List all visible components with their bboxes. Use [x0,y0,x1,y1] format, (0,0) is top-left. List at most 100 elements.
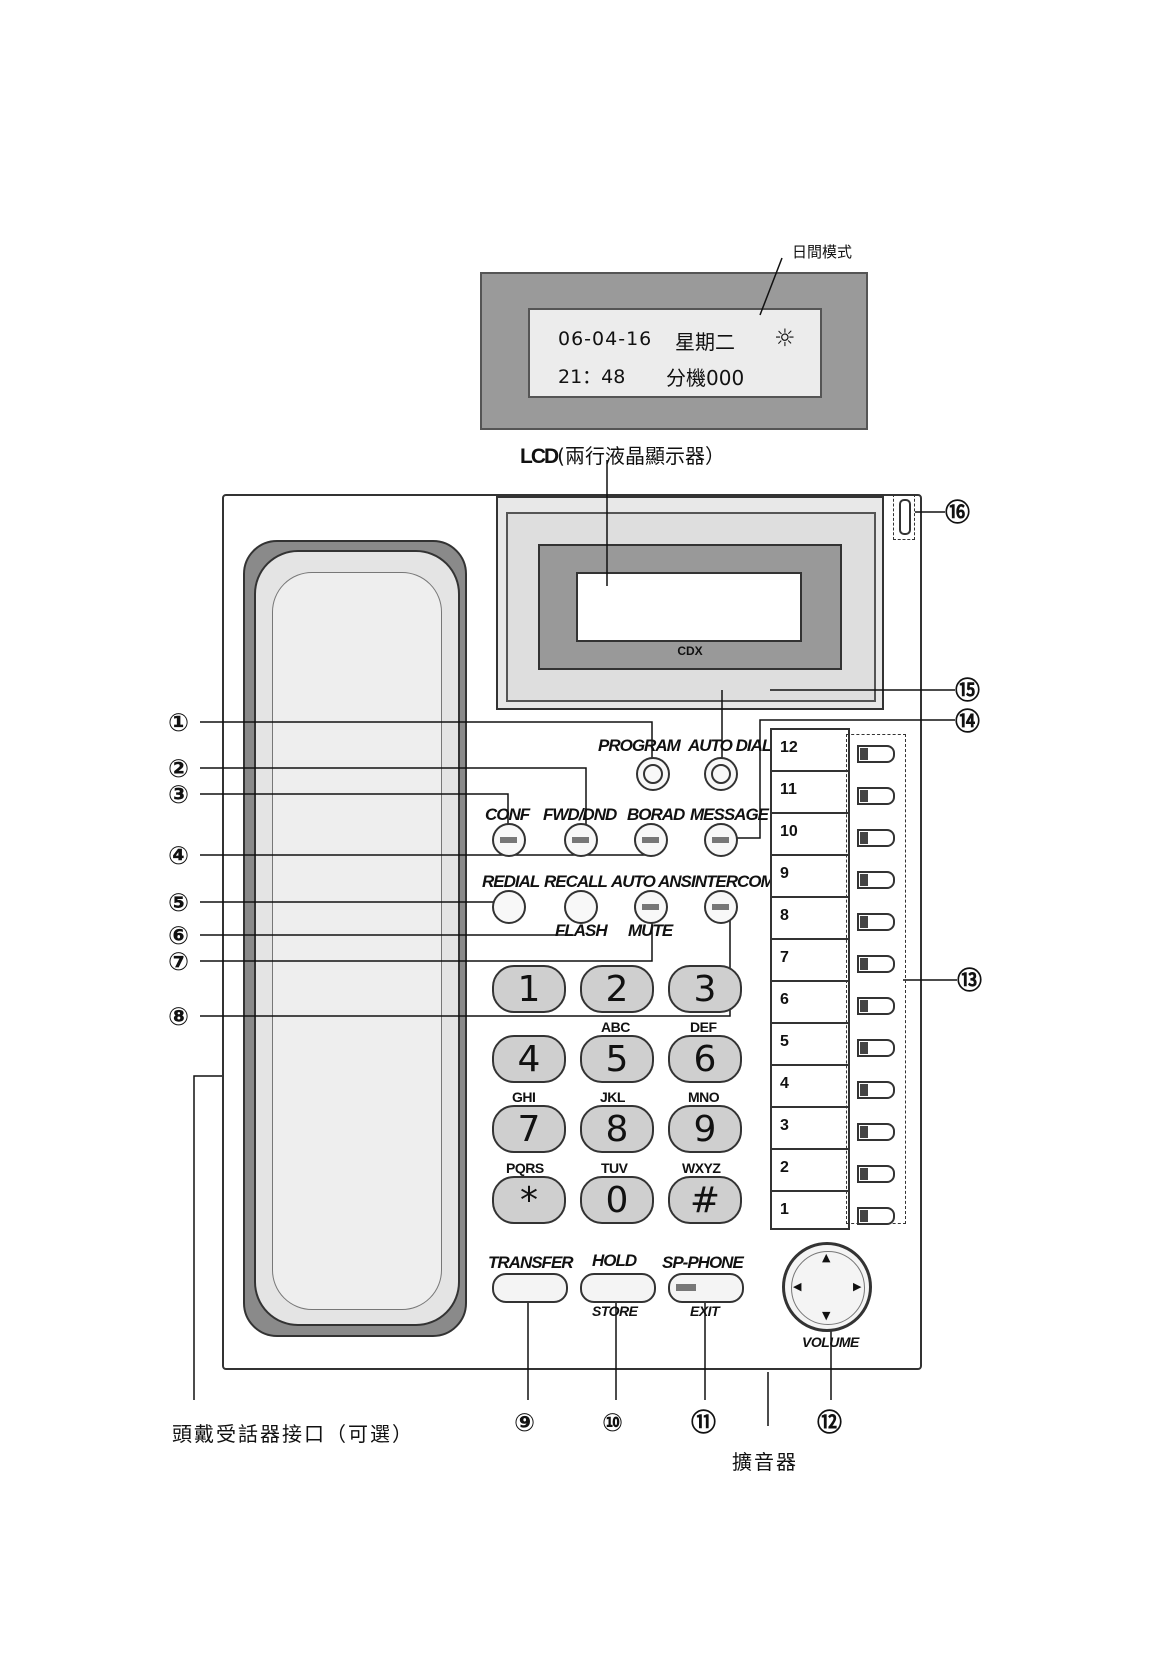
key-4-letters: GHI [512,1089,536,1105]
callout-13: ⑬ [957,966,983,995]
display-bezel: CDX [538,544,842,670]
dss-led-4 [857,1081,895,1099]
redial-label: REDIAL [482,872,540,891]
callout-9: ⑨ [514,1408,536,1437]
arrow-left-icon[interactable]: ◀ [793,1280,802,1293]
dss-led-7 [857,955,895,973]
headset-jack-label: 頭戴受話器接口（可選） [172,1422,414,1446]
dss-led-8 [857,913,895,931]
conf-label: CONF [485,805,530,824]
key-8-letters: TUV [601,1160,628,1176]
key-6-letters: MNO [688,1089,720,1105]
borad-button[interactable] [634,823,668,857]
callout-11: ⑪ [691,1408,717,1437]
sp-phone-label: SP-PHONE [662,1253,744,1272]
intercom-button[interactable] [704,890,738,924]
key-star[interactable]: * [492,1176,566,1224]
callout-15: ⑮ [955,676,981,705]
key-1[interactable]: 1 [492,965,566,1013]
sun-icon: ☼ [774,324,796,352]
key-9[interactable]: 9 [668,1105,742,1153]
key-5-letters: JKL [600,1089,625,1105]
borad-label: BORAD [627,805,685,824]
lcd-extension: 分機000 [666,366,745,390]
dss-led-10 [857,829,895,847]
lcd-caption: LCD(兩行液晶顯示器） [520,440,725,469]
dss-led-2 [857,1165,895,1183]
key-7-letters: PQRS [506,1160,544,1176]
conf-button[interactable] [492,823,526,857]
key-6[interactable]: 6 [668,1035,742,1083]
callout-10: ⑩ [602,1408,624,1437]
callout-5: ⑤ [168,888,190,917]
key-0[interactable]: 0 [580,1176,654,1224]
dss-key-7[interactable]: 7 [772,940,848,982]
redial-button[interactable] [492,890,526,924]
auto-dial-button[interactable] [704,757,738,791]
lcd-callout-screen: 06-04-16 星期二 ☼ 21：48 分機000 [528,308,822,398]
recall-button[interactable] [564,890,598,924]
dss-key-3[interactable]: 3 [772,1108,848,1150]
dss-key-9[interactable]: 9 [772,856,848,898]
flash-label: FLASH [555,921,608,940]
volume-label: VOLUME [802,1334,859,1350]
auto-dial-label: AUTO DIAL [688,736,772,755]
dss-key-10[interactable]: 10 [772,814,848,856]
arrow-right-icon[interactable]: ▶ [853,1280,862,1293]
dss-key-6[interactable]: 6 [772,982,848,1024]
dss-key-8[interactable]: 8 [772,898,848,940]
arrow-up-icon[interactable]: ▲ [822,1251,831,1264]
callout-14: ⑭ [955,707,981,736]
mute-label: MUTE [628,921,673,940]
dss-key-12[interactable]: 12 [772,730,848,772]
key-5[interactable]: 5 [580,1035,654,1083]
dss-key-5[interactable]: 5 [772,1024,848,1066]
intercom-label: INTERCOM [691,872,775,891]
transfer-button[interactable] [492,1273,568,1303]
dss-led-9 [857,871,895,889]
dss-led-11 [857,787,895,805]
dss-led-6 [857,997,895,1015]
key-7[interactable]: 7 [492,1105,566,1153]
lcd-callout-panel: 06-04-16 星期二 ☼ 21：48 分機000 [480,272,868,430]
speaker-label: 擴音器 [732,1450,798,1474]
dss-led-5 [857,1039,895,1057]
arrow-down-icon[interactable]: ▼ [822,1309,831,1322]
recall-label: RECALL [544,872,608,891]
callout-3: ③ [168,780,190,809]
dss-key-11[interactable]: 11 [772,772,848,814]
dss-key-4[interactable]: 4 [772,1066,848,1108]
callout-16: ⑯ [945,498,971,527]
key-2-letters: ABC [601,1019,630,1035]
volume-dial[interactable]: ▲ ▼ ◀ ▶ [782,1242,872,1332]
auto-ans-button[interactable] [634,890,668,924]
key-3[interactable]: 3 [668,965,742,1013]
dss-key-2[interactable]: 2 [772,1150,848,1192]
brand-logo: CDX [677,644,703,658]
lcd-weekday: 星期二 [675,330,735,354]
message-label: MESSAGE [690,805,769,824]
sp-phone-button[interactable] [668,1273,744,1303]
key-8[interactable]: 8 [580,1105,654,1153]
hold-button[interactable] [580,1273,656,1303]
dss-panel: 12 11 10 9 8 7 6 5 4 3 2 1 [770,728,850,1230]
callout-7: ⑦ [168,947,190,976]
message-button[interactable] [704,823,738,857]
key-4[interactable]: 4 [492,1035,566,1083]
callout-6: ⑥ [168,921,190,950]
key-3-letters: DEF [690,1019,717,1035]
handset-inner [272,572,442,1310]
dss-key-1[interactable]: 1 [780,1201,789,1218]
key-2[interactable]: 2 [580,965,654,1013]
program-button[interactable] [636,757,670,791]
exit-label: EXIT [690,1303,720,1319]
callout-4: ④ [168,841,190,870]
fwd-dnd-button[interactable] [564,823,598,857]
key-hash[interactable]: # [668,1176,742,1224]
side-indicator [893,494,915,540]
store-label: STORE [592,1303,638,1319]
transfer-label: TRANSFER [488,1253,574,1272]
lcd-time: 21：48 [558,366,626,388]
day-mode-label: 日間模式 [792,243,853,261]
